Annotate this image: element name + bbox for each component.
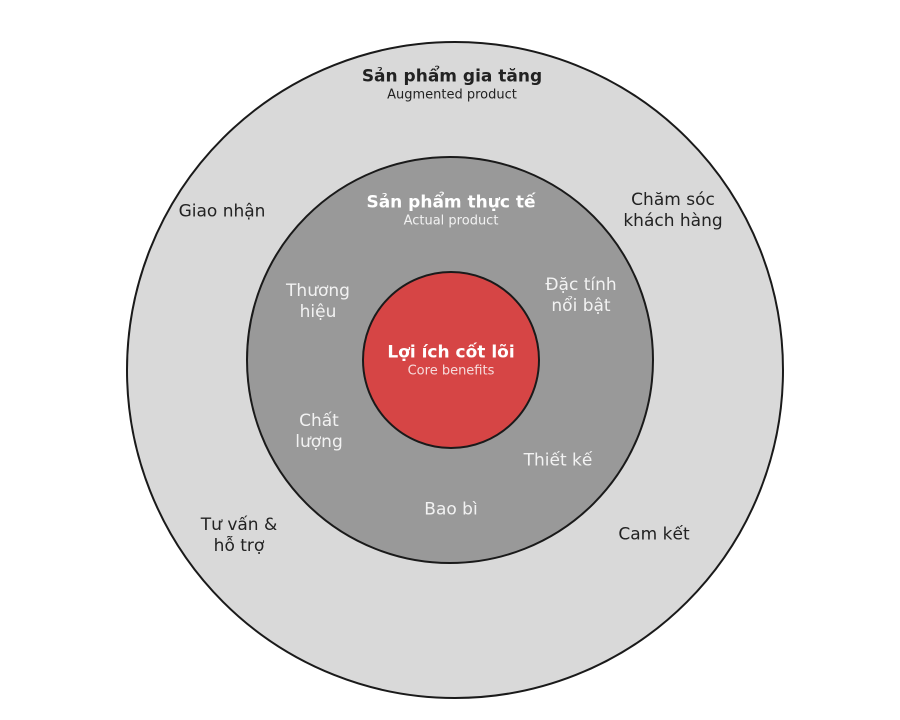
augmented-title: Sản phẩm gia tăng (361, 66, 543, 87)
augmented-product-heading: Sản phẩm gia tăng Augmented product (362, 66, 542, 104)
core-benefits-circle (362, 271, 540, 449)
actual-item-quality: Chất lượng (295, 410, 343, 452)
augmented-item-consulting-support: Tư vấn & hỗ trợ (200, 514, 278, 556)
actual-title: Sản phẩm thực tế (366, 192, 536, 213)
actual-item-brand: Thương hiệu (286, 280, 350, 322)
augmented-item-commitment: Cam kết (618, 524, 690, 545)
actual-item-design: Thiết kế (523, 450, 593, 471)
augmented-subtitle: Augmented product (387, 87, 517, 103)
actual-item-features: Đặc tính nổi bật (545, 274, 617, 316)
core-subtitle: Core benefits (407, 363, 495, 379)
actual-product-heading: Sản phẩm thực tế Actual product (366, 192, 535, 230)
augmented-item-delivery: Giao nhận (178, 201, 266, 222)
actual-item-packaging: Bao bì (424, 499, 478, 520)
augmented-item-customer-care: Chăm sóc khách hàng (623, 189, 723, 231)
core-title: Lợi ích cốt lõi (387, 342, 515, 363)
actual-subtitle: Actual product (403, 213, 499, 229)
core-benefits-heading: Lợi ích cốt lõi Core benefits (387, 342, 514, 380)
